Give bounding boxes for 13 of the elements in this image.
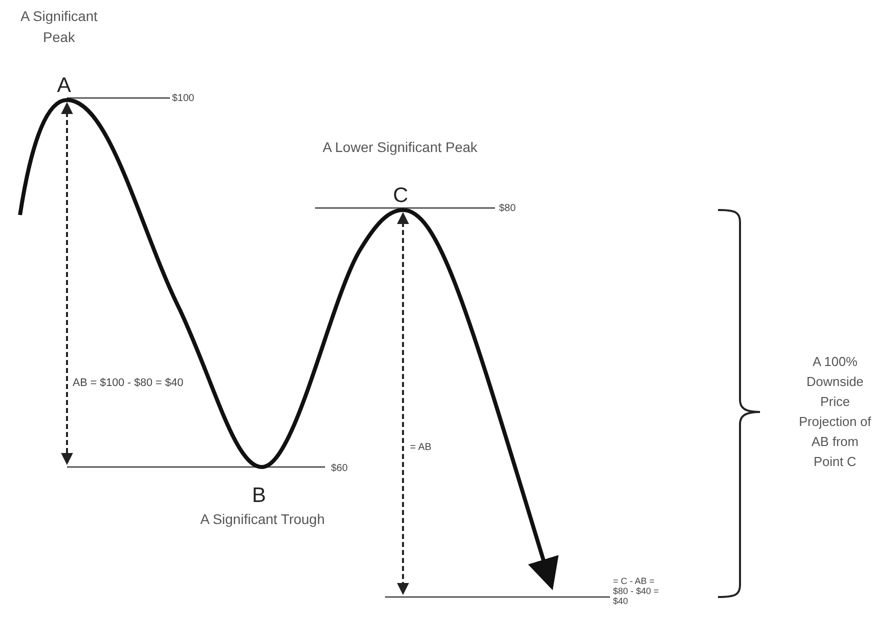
price-label: $60 <box>331 462 348 476</box>
formula-note: = AB <box>410 441 432 455</box>
price-label: $100 <box>172 92 194 106</box>
price-label: $80 <box>499 202 516 216</box>
formula-note: AB = $100 - $80 = $40 <box>72 376 184 391</box>
peak-caption: A Significant Peak <box>19 7 99 47</box>
point-letter: A <box>57 73 72 99</box>
trough-caption: A Significant Trough <box>200 510 325 528</box>
formula-note: = C - AB = $80 - $40 = $40 <box>613 576 660 606</box>
peak-caption: A Lower Significant Peak <box>322 138 478 157</box>
point-letter: B <box>252 483 266 509</box>
point-letter: C <box>393 183 408 209</box>
projection-note: A 100% Downside Price Projection of AB from Point C <box>798 353 872 471</box>
